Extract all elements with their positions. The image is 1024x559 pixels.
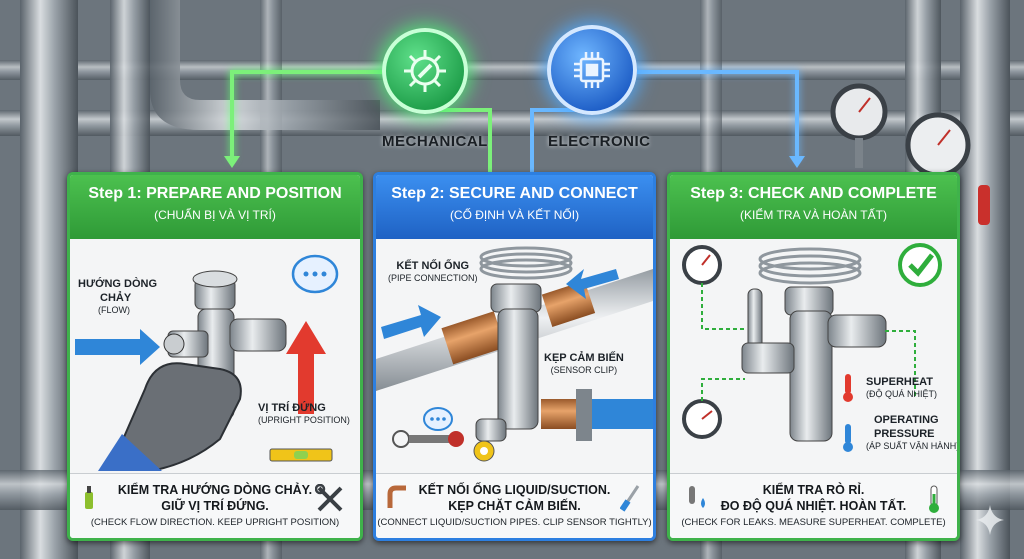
sparkle-icon (976, 505, 1004, 535)
leak-detector-icon (689, 486, 705, 508)
screwdriver-icon (620, 485, 640, 512)
step-1-footer-line2: GIỮ VỊ TRÍ ĐỨNG. (161, 499, 269, 513)
pressure-gauge-icon (830, 83, 971, 178)
sensor-clip-label: KẸP CẢM BIẾN (SENSOR CLIP) (544, 352, 624, 375)
wrench-screwdriver-icon (315, 484, 343, 512)
step-1-subtitle: (CHUẨN BỊ VÀ VỊ TRÍ) (154, 208, 276, 222)
step-2-footer-line1: KẾT NỐI ỐNG LIQUID/SUCTION. (418, 483, 611, 497)
step-2-title: Step 2: SECURE AND CONNECT (391, 185, 638, 202)
step-3-footer: KIỂM TRA RÒ RỈ. ĐO ĐỘ QUÁ NHIỆT. HOÀN TẤ… (670, 473, 957, 538)
step-3-footer-english: (CHECK FOR LEAKS. MEASURE SUPERHEAT. COM… (681, 517, 946, 528)
step-2-footer-line2: KẸP CHẶT CẢM BIẾN. (448, 499, 581, 513)
step-3-footer-line2: ĐO ĐỘ QUÁ NHIỆT. HOÀN TẤT. (720, 499, 907, 513)
gear-wrench-icon (404, 50, 446, 92)
speech-bubble-icon (291, 254, 339, 294)
step-2-panel: Step 2: SECURE AND CONNECT (CỐ ĐỊNH VÀ K… (373, 172, 656, 541)
step-3-header: Step 3: CHECK AND COMPLETE (KIỂM TRA VÀ … (670, 175, 957, 239)
check-circle-icon (898, 243, 942, 287)
step-3-illustration (682, 243, 942, 452)
level-icon (269, 448, 333, 462)
step-2-illustration (376, 246, 653, 462)
step-1-panel: Step 1: PREPARE AND POSITION (CHUẨN BỊ V… (67, 172, 363, 541)
step-1-title: Step 1: PREPARE AND POSITION (88, 185, 342, 202)
step-3-subtitle: (KIỂM TRA VÀ HOÀN TẤT) (740, 208, 887, 222)
pressure-gauge-icon (682, 245, 722, 439)
step-3-footer-line1: KIỂM TRA RÒ RỈ. (762, 483, 865, 497)
upright-arrow (286, 321, 326, 414)
step-1-footer: KIỂM TRA HƯỚNG DÒNG CHẢY. GIỮ VỊ TRÍ ĐỨN… (70, 473, 360, 538)
speech-bubble-icon (423, 407, 453, 431)
tape-icon (473, 440, 495, 462)
upright-label: VỊ TRÍ ĐỨNG (UPRIGHT POSITION) (258, 402, 350, 425)
operating-pressure-label: OPERATING PRESSURE (ÁP SUẤT VẬN HÀNH) (866, 414, 960, 451)
oil-bottle-icon (85, 486, 93, 509)
mechanical-label: MECHANICAL (382, 133, 488, 150)
gloved-hand (108, 362, 242, 471)
thermometer-icon (929, 485, 939, 513)
step-1-illustration (75, 254, 339, 471)
step-2-footer-english: (CONNECT LIQUID/SUCTION PIPES. CLIP SENS… (377, 517, 652, 528)
pipe-bend-icon (387, 485, 406, 508)
step-2-footer: KẾT NỐI ỐNG LIQUID/SUCTION. KẸP CHẶT CẢM… (376, 473, 653, 538)
step-3-panel: Step 3: CHECK AND COMPLETE (KIỂM TRA VÀ … (667, 172, 960, 541)
pipe-connection-label: KẾT NỐI ỐNG (PIPE CONNECTION) (388, 260, 478, 283)
step-3-title: Step 3: CHECK AND COMPLETE (690, 185, 937, 202)
step-2-header: Step 2: SECURE AND CONNECT (CỐ ĐỊNH VÀ K… (376, 175, 653, 239)
chip-icon (574, 52, 610, 88)
mechanical-hub (382, 28, 468, 114)
step-1-header: Step 1: PREPARE AND POSITION (CHUẨN BỊ V… (70, 175, 360, 239)
step-1-footer-line1: KIỂM TRA HƯỚNG DÒNG CHẢY. (117, 483, 313, 497)
flow-label: HƯỚNG DÒNG CHẢY (FLOW) (78, 278, 158, 315)
superheat-label: SUPERHEAT (ĐỘ QUÁ NHIỆT) (866, 376, 937, 399)
step-1-footer-english: (CHECK FLOW DIRECTION. KEEP UPRIGHT POSI… (90, 517, 340, 528)
thermometer-icon (843, 374, 853, 452)
electronic-label: ELECTRONIC (548, 133, 651, 150)
electronic-hub (547, 25, 637, 115)
step-2-subtitle: (CỐ ĐỊNH VÀ KẾT NỐI) (449, 208, 580, 222)
